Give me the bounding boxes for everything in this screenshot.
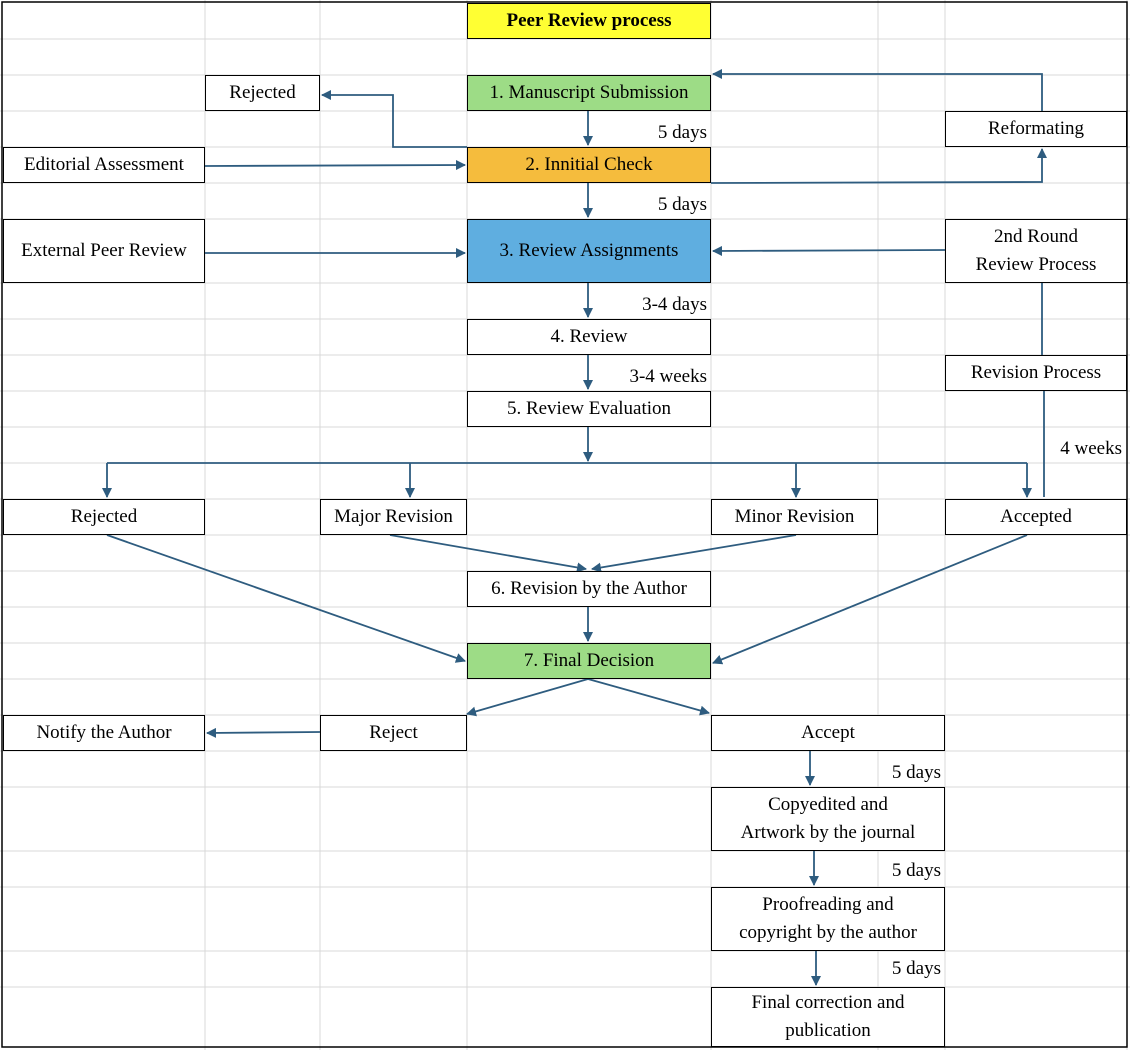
duration-label: 5 days (657, 194, 707, 215)
arrow-editorial-to-check (204, 160, 466, 171)
box-notify-author: Notify the Author (3, 715, 205, 751)
arrow-rejected-to-final (106, 534, 466, 663)
step-review-evaluation: 5. Review Evaluation (467, 391, 711, 427)
duration-label: 5 days (891, 958, 941, 979)
arrow-minor-to-revision (591, 534, 797, 573)
box-proofreading-copyright: Proofreading and copyright by the author (711, 887, 945, 951)
step-review: 4. Review (467, 319, 711, 355)
step-final-decision: 7. Final Decision (467, 643, 711, 679)
box-reject: Reject (320, 715, 467, 751)
box-outcome-minor-revision: Minor Revision (711, 499, 878, 535)
step-review-assignments: 3. Review Assignments (467, 219, 711, 283)
step-initial-check: 2. Innitial Check (467, 147, 711, 183)
arrow-reformating-to-submission (712, 69, 1043, 111)
box-accept: Accept (711, 715, 945, 751)
box-final-correction-publication: Final correction and publication (711, 987, 945, 1047)
duration-label: 4 weeks (1060, 438, 1122, 459)
step-manuscript-submission: 1. Manuscript Submission (467, 75, 711, 111)
box-reformating: Reformating (945, 111, 1127, 147)
duration-label: 3-4 weeks (629, 366, 707, 387)
duration-label: 5 days (891, 762, 941, 783)
box-external-peer-review: External Peer Review (3, 219, 205, 283)
duration-label: 5 days (891, 860, 941, 881)
box-outcome-accepted: Accepted (945, 499, 1127, 535)
box-copyedited-artwork: Copyedited and Artwork by the journal (711, 787, 945, 851)
box-outcome-major-revision: Major Revision (320, 499, 467, 535)
arrow-second-round-to-assignments (712, 245, 946, 256)
duration-label: 5 days (657, 122, 707, 143)
arrow-check-to-reformating (710, 148, 1047, 184)
duration-label: 3-4 days (642, 294, 707, 315)
arrow-final-to-accept (587, 678, 710, 716)
box-second-round-review: 2nd Round Review Process (945, 219, 1127, 283)
step-revision-by-author: 6. Revision by the Author (467, 571, 711, 607)
arrow-reject-to-notify (206, 727, 321, 738)
arrow-check-to-rejected (321, 90, 467, 148)
box-outcome-rejected: Rejected (3, 499, 205, 535)
box-rejected-top: Rejected (205, 75, 320, 111)
arrow-final-to-reject (466, 678, 589, 717)
arrow-major-to-revision (389, 534, 587, 573)
box-editorial-assessment: Editorial Assessment (3, 147, 205, 183)
diagram-title: Peer Review process (467, 3, 711, 39)
box-revision-process: Revision Process (945, 355, 1127, 391)
arrow-accepted-to-final (712, 534, 1028, 665)
